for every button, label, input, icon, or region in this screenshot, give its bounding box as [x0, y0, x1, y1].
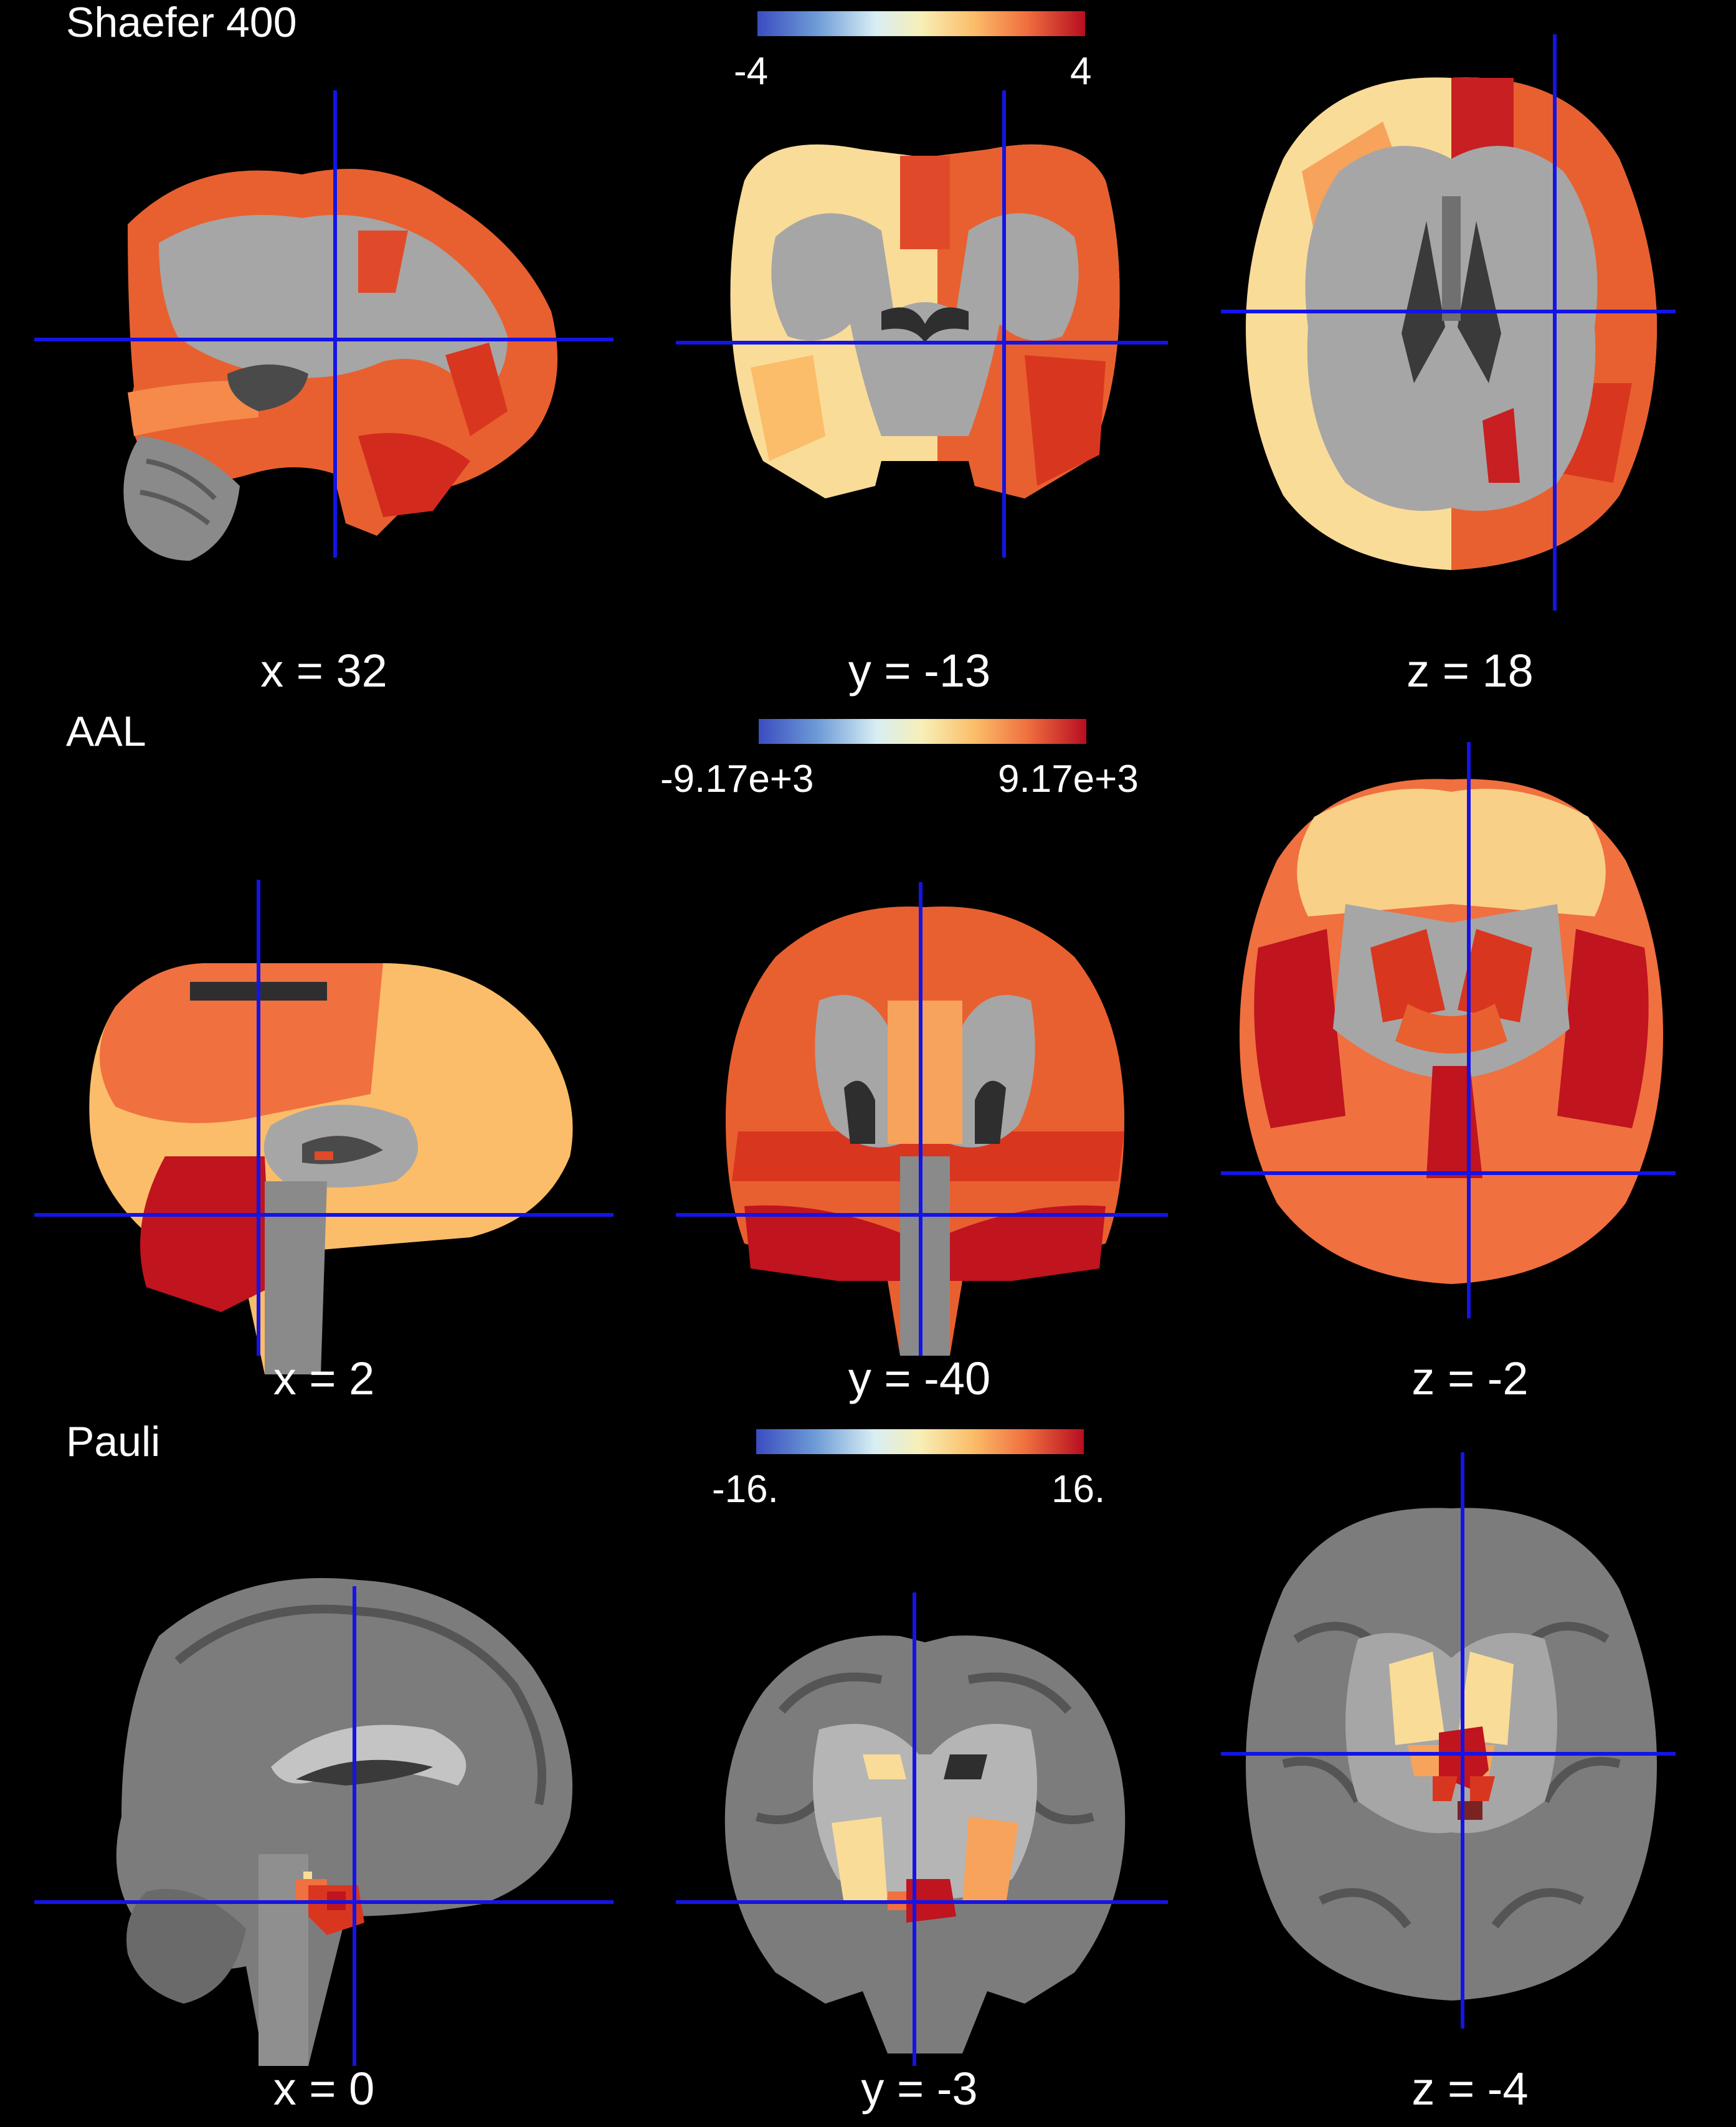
- atlas-title: AAL: [66, 708, 146, 755]
- coronal-slice: [676, 795, 1174, 1381]
- colorbar-gradient: [756, 1429, 1084, 1454]
- axial-slice: [1221, 1452, 1682, 2032]
- colorbar-max: 16.: [1051, 1468, 1106, 1511]
- coordinate-label: z = -4: [1411, 2063, 1529, 2115]
- atlas-title: Pauli: [66, 1418, 161, 1465]
- sagittal-slice: [34, 1505, 620, 2091]
- coronal-slice: [676, 1505, 1174, 2091]
- row-aal: AAL -9.17e+3 9.17e+3 x = 2: [0, 708, 1736, 1418]
- colorbar-max: 4: [1070, 50, 1092, 93]
- axial-slice: [1221, 34, 1682, 614]
- colorbar-min: -16.: [712, 1468, 779, 1511]
- coordinate-label: y = -3: [861, 2063, 978, 2115]
- coordinate-label: z = 18: [1406, 645, 1534, 697]
- coordinate-label: x = 0: [273, 2063, 375, 2115]
- brain-axial: [1221, 742, 1676, 1318]
- atlas-title: Shaefer 400: [66, 0, 297, 46]
- coordinate-label: y = -40: [848, 1353, 991, 1404]
- coordinate-label: x = 32: [260, 645, 387, 697]
- brain-sagittal: [34, 1577, 614, 2066]
- coordinate-label: y = -13: [848, 645, 991, 697]
- brain-axial: [1221, 34, 1676, 611]
- axial-slice: [1221, 742, 1682, 1321]
- coronal-slice: [676, 87, 1174, 573]
- brain-coronal: [676, 882, 1168, 1356]
- coordinate-label: x = 2: [273, 1353, 375, 1404]
- brain-coronal: [676, 90, 1168, 558]
- sagittal-slice: [34, 87, 620, 573]
- colorbar-gradient: [757, 11, 1085, 36]
- brain-sagittal: [34, 90, 614, 561]
- coordinate-label: z = -2: [1411, 1353, 1529, 1404]
- colorbar-min: -9.17e+3: [660, 758, 814, 801]
- colorbar-max: 9.17e+3: [998, 758, 1139, 801]
- sagittal-slice: [34, 795, 620, 1381]
- colorbar-gradient: [759, 719, 1086, 744]
- row-pauli: Pauli -16. 16. x = 0: [0, 1418, 1736, 2127]
- row-shaefer: Shaefer 400 -4 4 x = 32: [0, 0, 1736, 708]
- brain-coronal: [676, 1592, 1168, 2066]
- brain-axial: [1221, 1452, 1676, 2029]
- colorbar-min: -4: [734, 50, 769, 93]
- brain-sagittal: [34, 880, 614, 1374]
